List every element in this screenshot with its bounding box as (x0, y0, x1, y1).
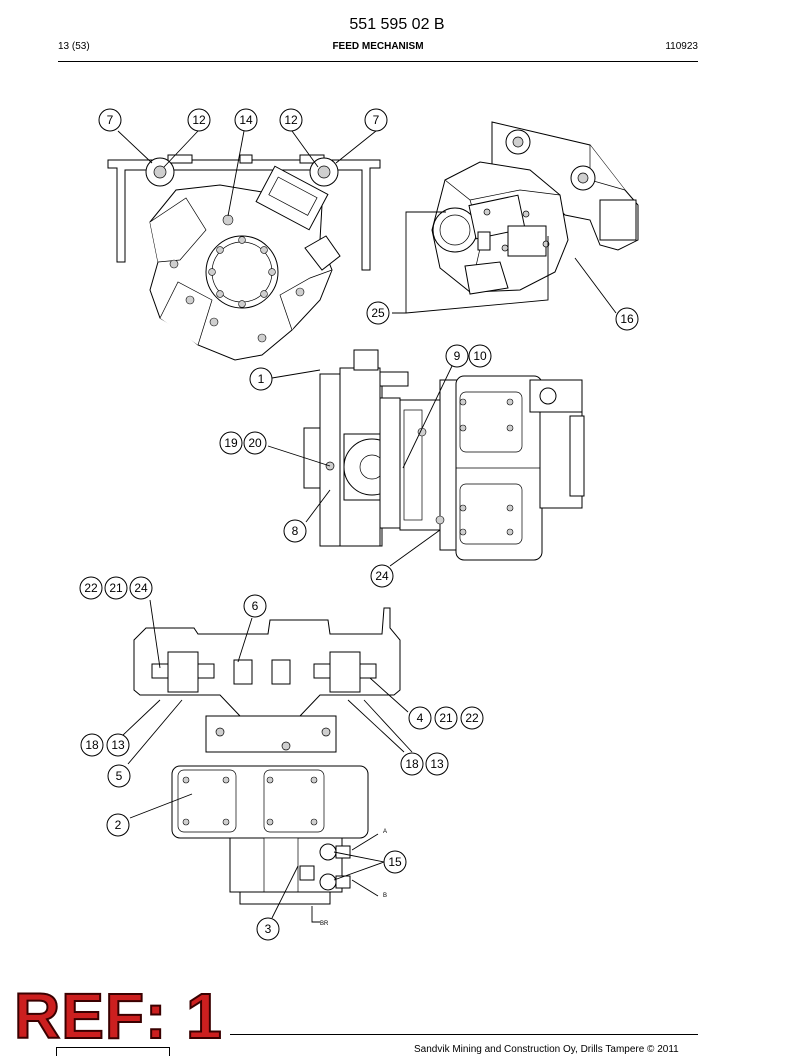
callout-top-7-left: 7 (98, 108, 122, 132)
callout-side-24: 24 (370, 564, 394, 588)
top-view (107, 154, 381, 361)
footer-copyright: Sandvik Mining and Construction Oy, Dril… (414, 1044, 679, 1055)
leader-lines (117, 130, 617, 919)
page-number: 13 (53) (58, 41, 90, 52)
svg-text:18: 18 (85, 738, 99, 752)
callout-side-10: 10 (468, 344, 492, 368)
callout-bottom-22-right: 22 (460, 706, 484, 730)
svg-text:15: 15 (388, 855, 402, 869)
ref-stamp: REF: 1 (13, 980, 223, 1052)
svg-text:8: 8 (292, 524, 299, 538)
svg-text:16: 16 (620, 312, 634, 326)
svg-text:21: 21 (439, 711, 453, 725)
svg-text:24: 24 (375, 569, 389, 583)
callout-bottom-21-left: 21 (104, 576, 128, 600)
callout-bottom-15: 15 (383, 850, 407, 874)
header-rule (58, 61, 698, 62)
port-label-b: B (383, 893, 387, 899)
callout-side-9: 9 (445, 344, 469, 368)
callout-top-12-left: 12 (187, 108, 211, 132)
callout-side-20: 20 (243, 431, 267, 455)
svg-text:4: 4 (417, 711, 424, 725)
callout-side-19: 19 (219, 431, 243, 455)
callout-bottom-18-left: 18 (80, 733, 104, 757)
callout-side-8: 8 (283, 519, 307, 543)
callout-bottom-13-left: 13 (106, 733, 130, 757)
svg-text:5: 5 (116, 769, 123, 783)
date-code: 110923 (665, 41, 698, 52)
svg-text:3: 3 (265, 922, 272, 936)
svg-text:2: 2 (115, 818, 122, 832)
iso-view (431, 121, 639, 295)
callout-top-14: 14 (234, 108, 258, 132)
callout-bottom-24: 24 (129, 576, 153, 600)
footer-rule (230, 1034, 698, 1035)
callout-bottom-18-right: 18 (400, 752, 424, 776)
svg-text:14: 14 (239, 113, 253, 127)
svg-text:12: 12 (284, 113, 298, 127)
svg-text:10: 10 (473, 349, 487, 363)
svg-text:24: 24 (134, 581, 148, 595)
callout-bottom-4: 4 (408, 706, 432, 730)
callout-bottom-2: 2 (106, 813, 130, 837)
svg-text:1: 1 (258, 372, 265, 386)
svg-text:7: 7 (107, 113, 114, 127)
callout-bottom-21-right: 21 (434, 706, 458, 730)
svg-text:9: 9 (454, 349, 461, 363)
svg-text:18: 18 (405, 757, 419, 771)
svg-text:7: 7 (373, 113, 380, 127)
svg-text:25: 25 (371, 306, 385, 320)
svg-text:21: 21 (109, 581, 123, 595)
callout-bottom-13-right: 13 (425, 752, 449, 776)
callout-bottom-22-left: 22 (79, 576, 103, 600)
svg-text:12: 12 (192, 113, 206, 127)
svg-text:20: 20 (248, 436, 262, 450)
footer-logo (56, 1047, 170, 1056)
svg-text:13: 13 (430, 757, 444, 771)
svg-text:19: 19 (224, 436, 238, 450)
port-label-br: BR (320, 921, 329, 927)
callout-iso-25: 25 (366, 301, 390, 325)
svg-text:22: 22 (84, 581, 98, 595)
document-number: 551 595 02 B (349, 16, 445, 33)
section-title: FEED MECHANISM (332, 41, 424, 52)
callout-bottom-3: 3 (256, 917, 280, 941)
svg-text:6: 6 (252, 599, 259, 613)
side-view (303, 349, 585, 561)
callout-side-1: 1 (249, 367, 273, 391)
callout-iso-16: 16 (615, 307, 639, 331)
svg-text:13: 13 (111, 738, 125, 752)
svg-text:22: 22 (465, 711, 479, 725)
page-header: 13 (53) FEED MECHANISM 110923 (58, 41, 698, 55)
bottom-view: A B BR (133, 607, 401, 927)
callout-top-12-right: 12 (279, 108, 303, 132)
callout-bottom-5: 5 (107, 764, 131, 788)
port-label-a: A (383, 829, 387, 835)
callout-bottom-6: 6 (243, 594, 267, 618)
callout-top-7-right: 7 (364, 108, 388, 132)
